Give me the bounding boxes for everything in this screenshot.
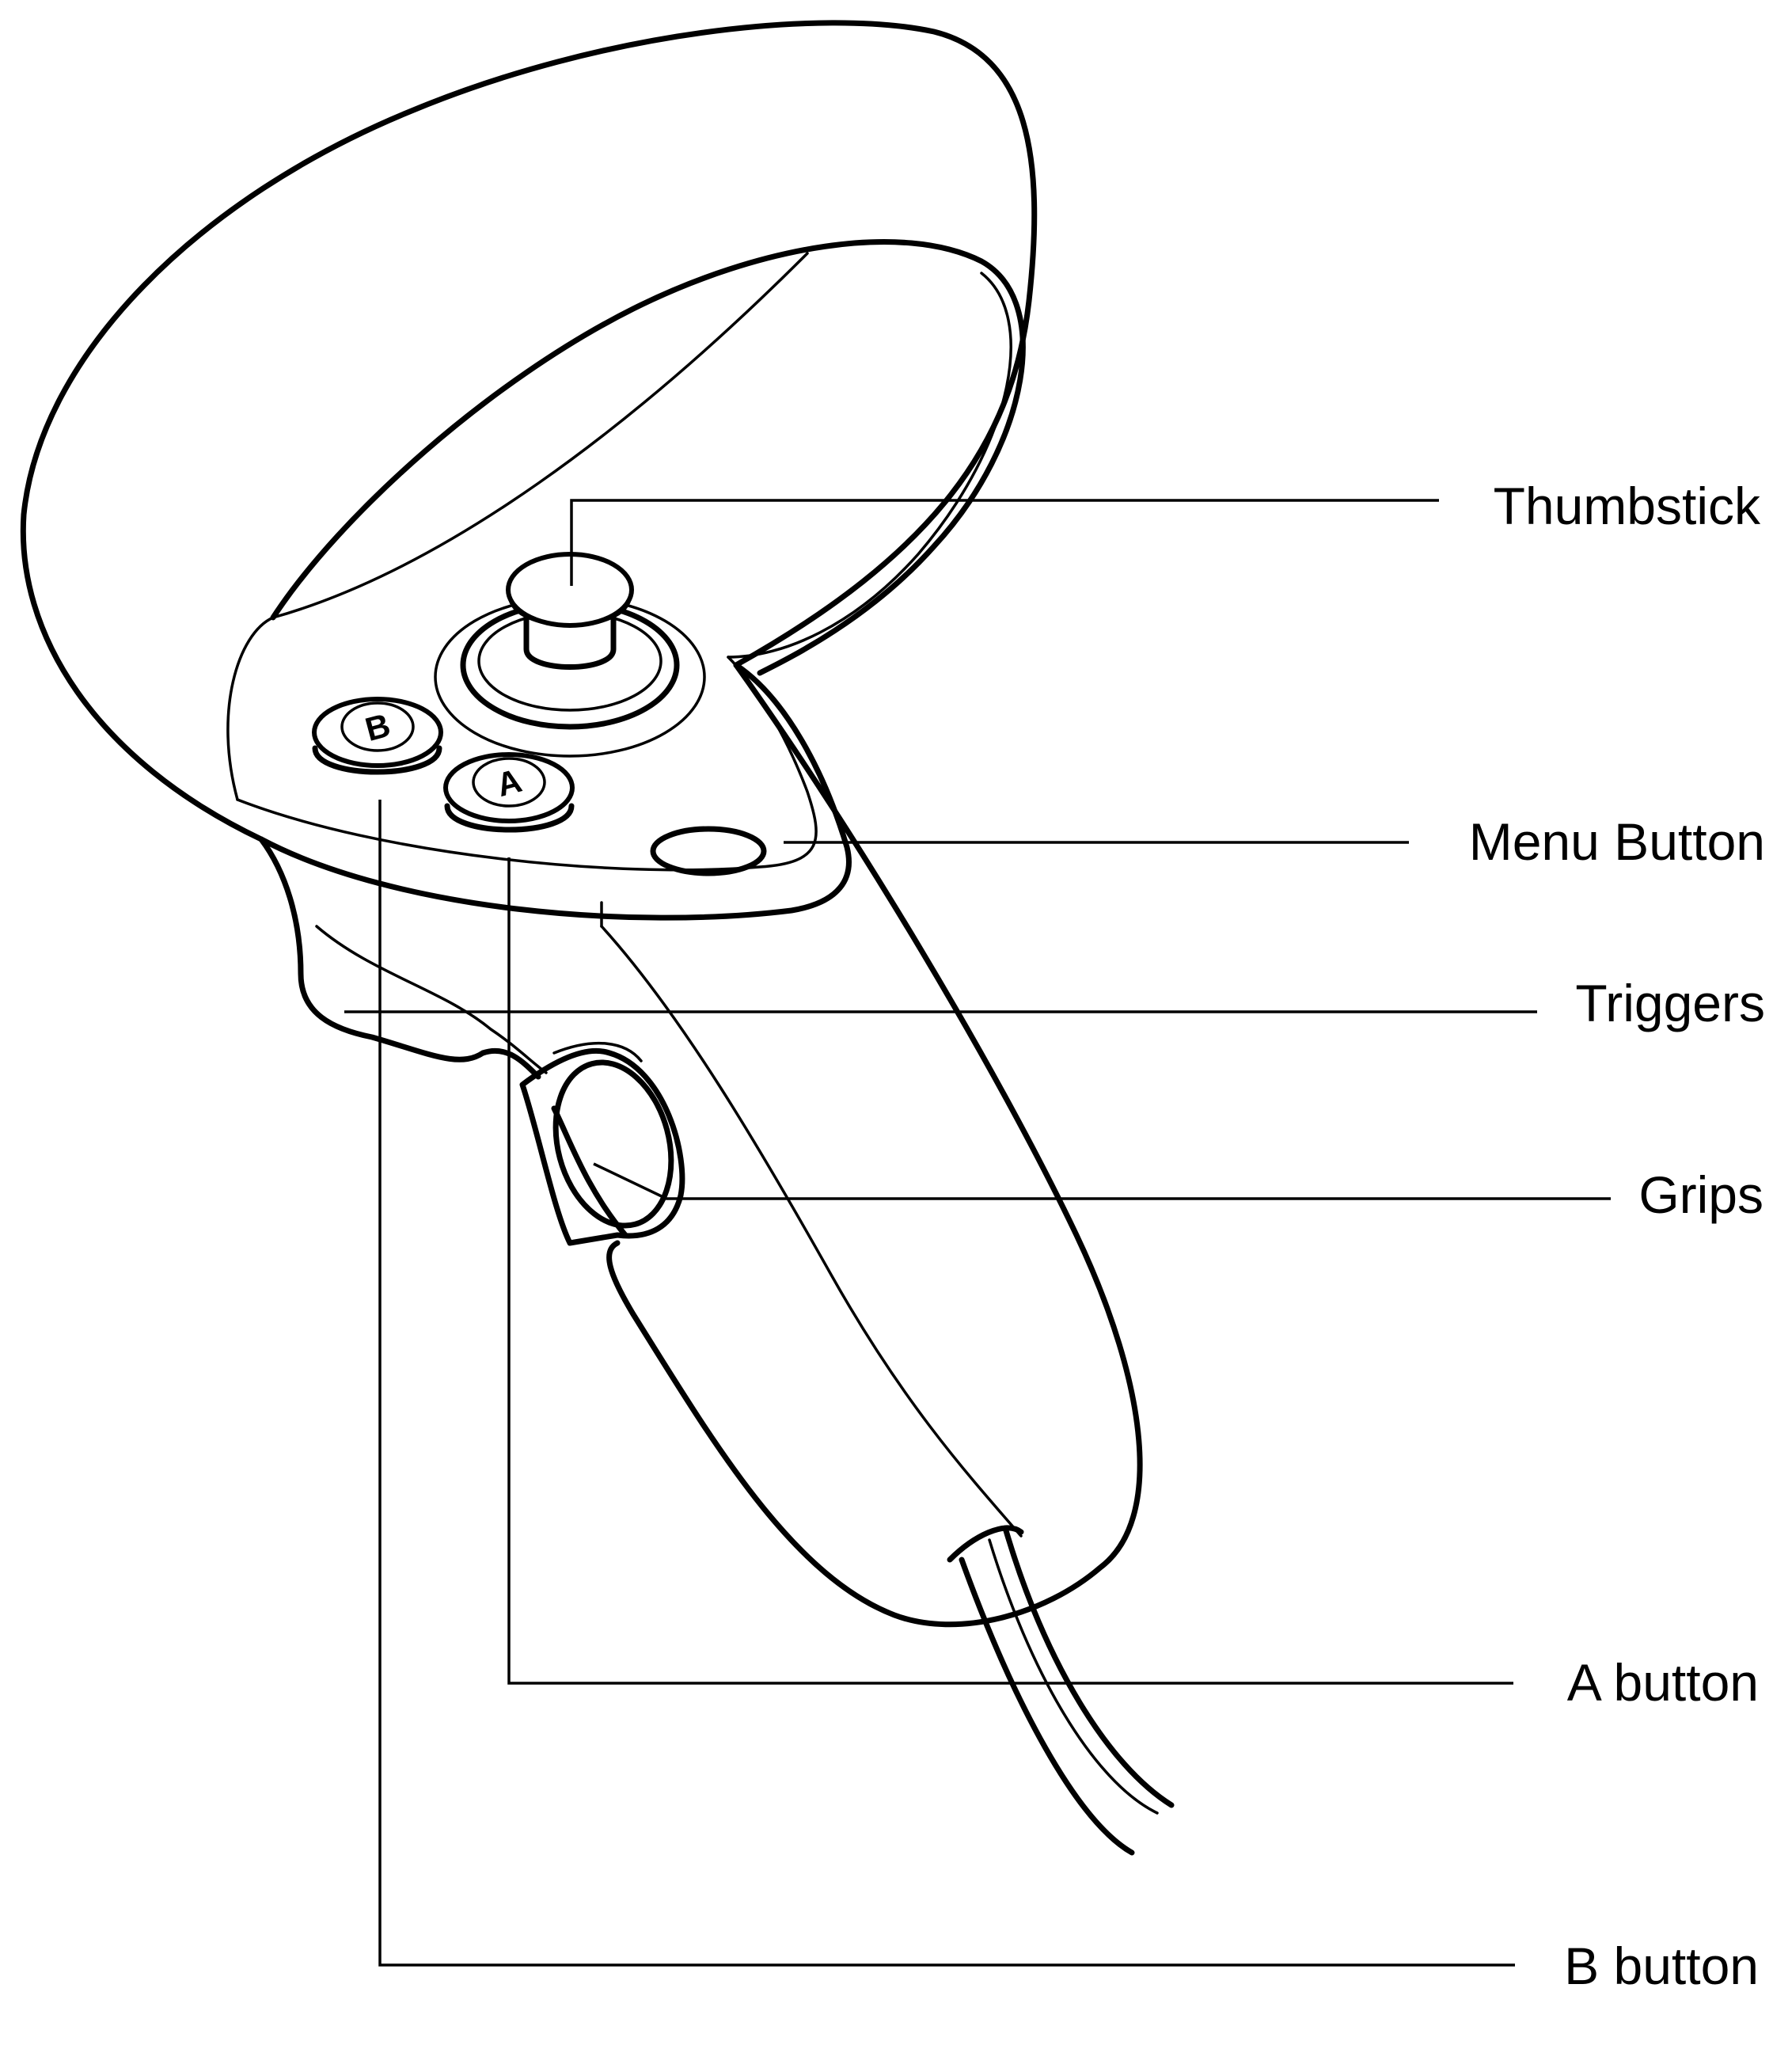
thumbstick-shaft	[523, 599, 617, 670]
handle-seam	[600, 925, 1023, 1538]
a-button-inner	[472, 757, 546, 808]
handle-body	[226, 616, 1143, 1628]
thumbstick[interactable]	[434, 552, 706, 758]
face-plate-bevel	[236, 656, 818, 872]
cable-left-edge	[959, 1557, 1135, 1856]
trigger-outline	[258, 836, 541, 1080]
cable-right-edge	[1002, 1525, 1175, 1808]
menu-button-skirt	[651, 853, 765, 875]
grip-housing	[519, 1047, 685, 1246]
a-button-leader	[507, 857, 1513, 1685]
ring-rim-line	[727, 272, 1012, 659]
menu-button[interactable]	[650, 826, 767, 876]
thumbstick-leader	[570, 499, 1439, 586]
a-button-skirt	[444, 803, 575, 833]
b-button[interactable]: B	[312, 697, 443, 775]
cable-collar	[947, 1525, 1024, 1563]
cable	[947, 1525, 1175, 1856]
b-button-label: B button	[1564, 1937, 1759, 1995]
a-button-label: A button	[1567, 1653, 1759, 1712]
grip-rim	[552, 1041, 643, 1062]
grip-button[interactable]	[519, 1041, 689, 1246]
leader-lines	[344, 499, 1611, 1967]
thumbstick-label: Thumbstick	[1494, 477, 1761, 535]
ring-outer-edge	[20, 20, 1038, 842]
grip-face	[552, 1059, 674, 1229]
trigger	[258, 836, 548, 1080]
b-button-skirt	[312, 745, 442, 775]
trigger-inner-line	[315, 925, 548, 1074]
thumbstick-cap	[506, 552, 634, 628]
grips-leader	[593, 1162, 1611, 1200]
b-button-leader	[378, 800, 1515, 1967]
tracking-ring	[20, 20, 1038, 842]
b-button-inner	[340, 701, 415, 752]
thumbstick-cap-edge	[509, 600, 631, 627]
cable-highlight	[988, 1538, 1159, 1815]
face-plate-lower-edge	[258, 662, 852, 921]
grips-label: Grips	[1638, 1165, 1764, 1224]
handle-left-edge	[551, 1105, 628, 1238]
callout-labels: Thumbstick Menu Button Triggers Grips A …	[1469, 477, 1765, 1995]
handle-outline	[606, 662, 1143, 1628]
triggers-label: Triggers	[1575, 974, 1765, 1032]
menu-button-label: Menu Button	[1469, 812, 1765, 871]
a-button[interactable]: A	[443, 752, 575, 833]
face-plate-top-edge	[226, 616, 275, 801]
ring-inner-edge	[270, 239, 1026, 676]
ring-inner-bevel	[271, 252, 809, 619]
